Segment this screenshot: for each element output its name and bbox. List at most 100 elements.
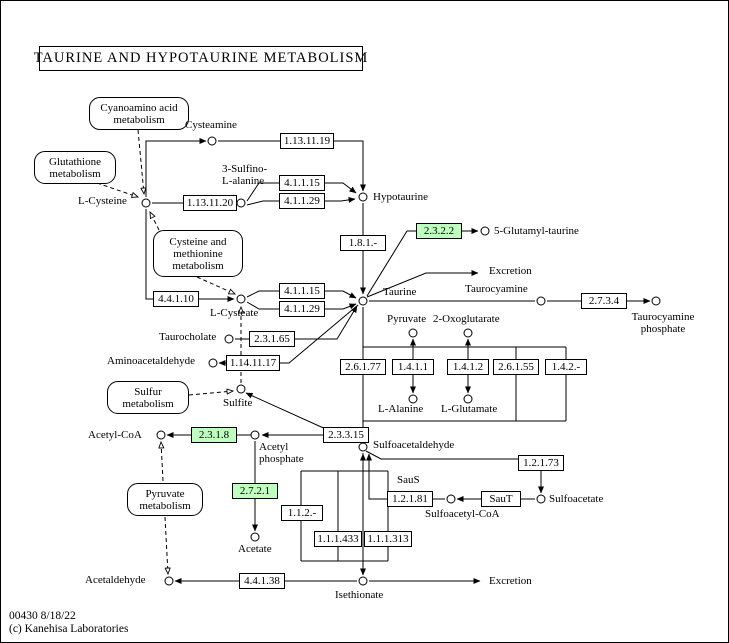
compound-label-sulfoacetate: Sulfoacetate: [549, 493, 603, 505]
compound-node-5-glutamyl-taurine[interactable]: [480, 226, 490, 236]
enzyme-box-2.3.2.2[interactable]: 2.3.2.2: [416, 223, 462, 239]
compound-node-2-oxoglutarate[interactable]: [463, 328, 473, 338]
compound-node-acetate[interactable]: [250, 532, 260, 542]
compound-node-acetyl-coa[interactable]: [156, 430, 166, 440]
compound-label-line: SauS: [397, 474, 420, 486]
compound-node-l-cysteate[interactable]: [236, 294, 246, 304]
compound-label-excretion: Excretion: [489, 575, 532, 587]
compound-label-sulfoacetaldehyde: Sulfoacetaldehyde: [373, 439, 454, 451]
enzyme-box-2.6.1.55[interactable]: 2.6.1.55: [493, 359, 539, 375]
enzyme-box-2.3.3.15[interactable]: 2.3.3.15: [323, 427, 369, 443]
enzyme-box-1.1.1.313[interactable]: 1.1.1.313: [364, 531, 412, 547]
compound-node-taurine[interactable]: [358, 296, 368, 306]
enzyme-box-2.3.1.65[interactable]: 2.3.1.65: [249, 331, 295, 347]
compound-node-aminoacetaldehyde[interactable]: [208, 358, 218, 368]
page-title: TAURINE AND HYPOTAURINE METABOLISM: [34, 46, 367, 71]
compound-label-acetyl-coa: Acetyl-CoA: [88, 429, 142, 441]
compound-label-line: Pyruvate: [387, 313, 427, 325]
compound-nodes: [141, 136, 661, 586]
compound-label-line: Taurocholate: [159, 331, 217, 343]
compound-label-l-alanine: L-Alanine: [378, 403, 423, 415]
enzyme-box-1.1.2.-[interactable]: 1.1.2.-: [281, 505, 323, 521]
enzyme-box-1.2.1.81[interactable]: 1.2.1.81: [387, 491, 433, 507]
compound-node-l-alanine[interactable]: [408, 394, 418, 404]
compound-node-taurocholate[interactable]: [224, 334, 234, 344]
enzyme-box-4.4.1.38[interactable]: 4.4.1.38: [239, 573, 285, 589]
compound-node-sulfoacetaldehyde[interactable]: [358, 442, 368, 452]
enzyme-box-4.1.1.29[interactable]: 4.1.1.29: [279, 193, 325, 209]
enzyme-box-1.8.1.-[interactable]: 1.8.1.-: [340, 235, 386, 251]
compound-node-pyruvate[interactable]: [408, 328, 418, 338]
compound-node-sulfite[interactable]: [236, 384, 246, 394]
compound-label-sulfoacetyl-coa: Sulfoacetyl-CoA: [425, 508, 500, 520]
compound-label-2-oxoglutarate: 2-Oxoglutarate: [433, 313, 500, 325]
compound-label-line: Isethionate: [335, 589, 384, 601]
compound-node-hypotaurine[interactable]: [358, 192, 368, 202]
compound-node-taurocyamine[interactable]: [536, 296, 546, 306]
compound-node-acetyl-phosphate[interactable]: [250, 430, 260, 440]
compound-label-saus: SauS: [397, 474, 420, 486]
compound-label-line: L-Cysteate: [210, 307, 259, 319]
enzyme-box-SauT[interactable]: SauT: [481, 491, 521, 507]
compound-label-line: Cysteamine: [185, 119, 237, 131]
compound-label-line: 5-Glutamyl-taurine: [494, 225, 579, 237]
enzyme-box-1.4.1.1[interactable]: 1.4.1.1: [392, 359, 434, 375]
enzyme-box-1.14.11.17[interactable]: 1.14.11.17: [226, 355, 280, 371]
pathway-link-label: metabolism: [172, 259, 224, 272]
compound-label-pyruvate: Pyruvate: [387, 313, 426, 325]
enzyme-box-4.1.1.15[interactable]: 4.1.1.15: [279, 175, 325, 191]
compound-label-excretion: Excretion: [489, 265, 532, 277]
enzyme-box-2.7.2.1[interactable]: 2.7.2.1: [232, 483, 278, 499]
dashed-link-edges: [96, 129, 241, 574]
enzyme-box-1.1.1.433[interactable]: 1.1.1.433: [314, 531, 362, 547]
enzyme-box-4.1.1.29[interactable]: 4.1.1.29: [279, 301, 325, 317]
compound-label-line: Excretion: [489, 575, 532, 587]
compound-node-acetaldehyde[interactable]: [164, 576, 174, 586]
pathway-link-label: Cysteine and: [169, 235, 227, 248]
compound-label-line: Taurine: [383, 286, 417, 298]
compound-label-cysteamine: Cysteamine: [185, 119, 237, 131]
compound-node-l-glutamate[interactable]: [463, 394, 473, 404]
enzyme-box-4.4.1.10[interactable]: 4.4.1.10: [153, 291, 199, 307]
compound-label-line: 2-Oxoglutarate: [433, 313, 500, 325]
enzyme-box-1.13.11.20[interactable]: 1.13.11.20: [183, 195, 237, 211]
compound-node-sulfoacetate[interactable]: [536, 494, 546, 504]
enzyme-box-1.2.1.73[interactable]: 1.2.1.73: [518, 455, 564, 471]
compound-label-line: Hypotaurine: [373, 191, 428, 203]
enzyme-box-1.13.11.19[interactable]: 1.13.11.19: [280, 133, 334, 149]
enzyme-box-1.4.2.-[interactable]: 1.4.2.-: [545, 359, 587, 375]
compound-node-cysteamine[interactable]: [207, 136, 217, 146]
compound-node-taurocyamine-phosphate[interactable]: [651, 296, 661, 306]
pathway-link-label: Pyruvate: [145, 487, 185, 500]
enzyme-box-2.6.1.77[interactable]: 2.6.1.77: [340, 359, 386, 375]
compound-label-aminoacetaldehyde: Aminoacetaldehyde: [107, 355, 195, 367]
compound-node-3-sulfino-l-alanine[interactable]: [236, 198, 246, 208]
enzyme-box-1.4.1.2[interactable]: 1.4.1.2: [447, 359, 489, 375]
compound-node-sulfoacetyl-coa[interactable]: [446, 494, 456, 504]
compound-label-taurocyamine: Taurocyamine: [465, 283, 528, 295]
compound-node-l-cysteine[interactable]: [141, 198, 151, 208]
enzyme-box-2.7.3.4[interactable]: 2.7.3.4: [581, 293, 627, 309]
compound-label-acetaldehyde: Acetaldehyde: [85, 574, 145, 586]
pathway-link-label: methionine: [173, 247, 223, 260]
pathway-link-label: Sulfur: [134, 385, 162, 398]
compound-node-isethionate[interactable]: [358, 576, 368, 586]
compound-label-isethionate: Isethionate: [335, 589, 383, 601]
enzyme-box-4.1.1.15[interactable]: 4.1.1.15: [279, 283, 325, 299]
compound-label-line: Taurocyamine: [465, 283, 528, 295]
pathway-link-label: Glutathione: [49, 155, 101, 168]
enzyme-box-2.3.1.8[interactable]: 2.3.1.8: [191, 427, 237, 443]
compound-label-l-glutamate: L-Glutamate: [441, 403, 497, 415]
compound-label-line: phosphate: [259, 453, 304, 465]
compound-label-line: Acetate: [238, 543, 272, 555]
compound-label-sulfite: Sulfite: [223, 397, 252, 409]
compound-label-line: Aminoacetaldehyde: [107, 355, 195, 367]
